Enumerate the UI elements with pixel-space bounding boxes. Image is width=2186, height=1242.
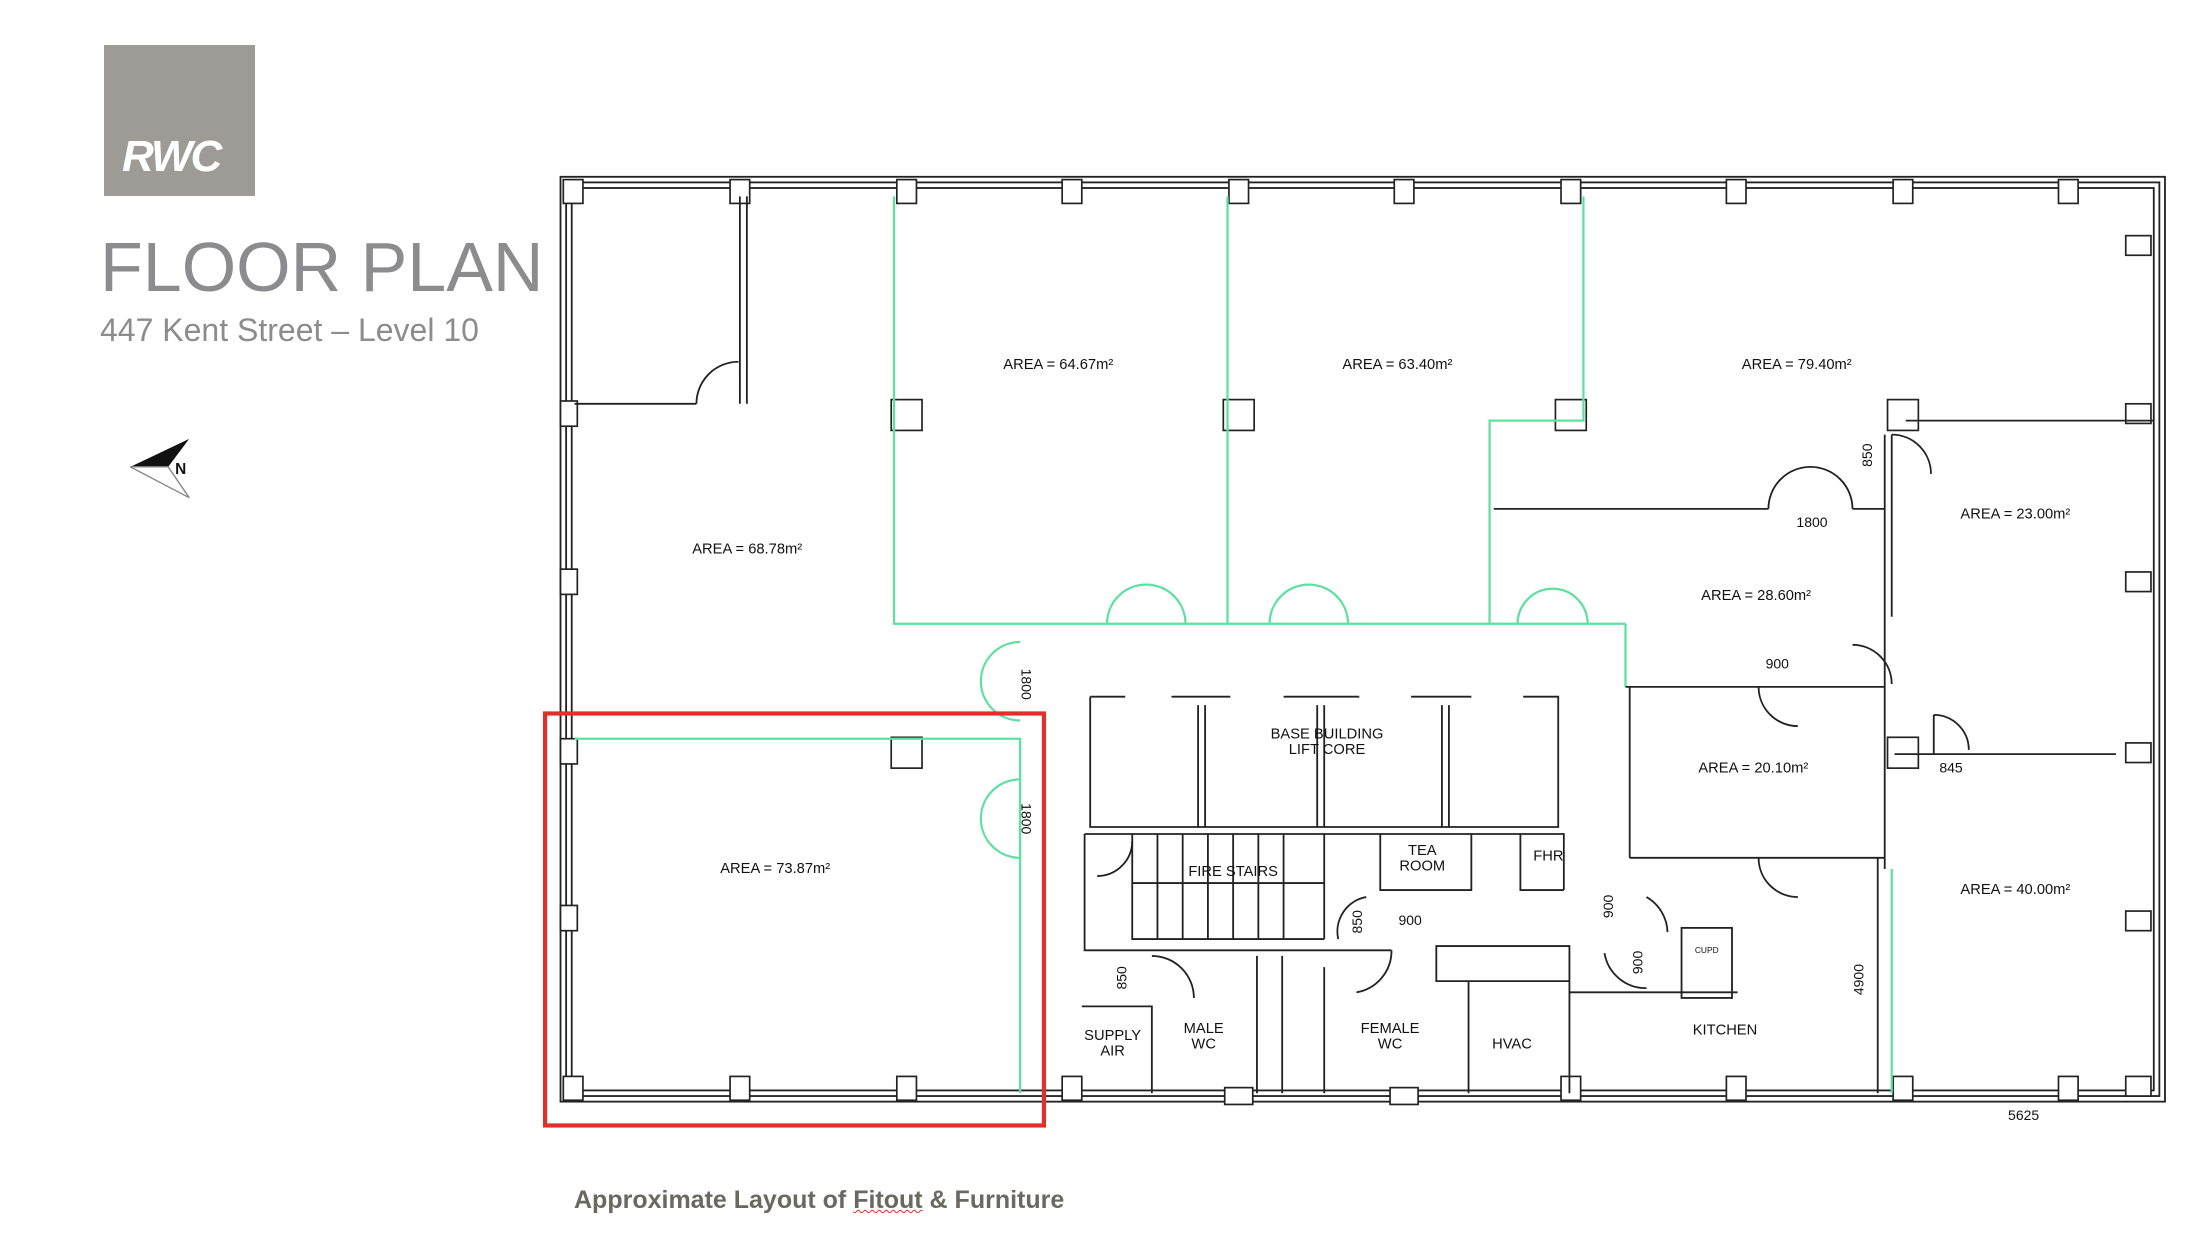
dimension-labels: 850 1800 900 845 1800 1800 850 900 850 9…	[1019, 443, 2040, 1123]
room-area-label: AREA = 28.60m²	[1701, 588, 1811, 604]
north-arrow-icon: N	[129, 438, 190, 499]
highlighted-tenancy-area	[542, 711, 1047, 1128]
structural-columns	[559, 178, 2152, 1106]
north-label: N	[175, 461, 186, 478]
dimension-label: 900	[1398, 912, 1422, 928]
cupboard-label: CUPD	[1695, 945, 1719, 955]
tea-room-label: ROOM	[1399, 858, 1445, 874]
logo-text: RWC	[122, 132, 222, 181]
room-area-label: AREA = 20.10m²	[1698, 760, 1808, 776]
kitchen-label: KITCHEN	[1693, 1022, 1758, 1038]
exterior-wall	[559, 175, 2166, 1103]
room-labels: AREA = 64.67m² AREA = 63.40m² AREA = 79.…	[692, 357, 2070, 1060]
dimension-label: 900	[1766, 656, 1790, 672]
room-area-label: AREA = 63.40m²	[1342, 357, 1452, 373]
dimension-label: 850	[1114, 966, 1130, 990]
room-area-label: AREA = 23.00m²	[1960, 507, 2070, 523]
male-wc-label: WC	[1191, 1036, 1216, 1052]
dimension-label: 900	[1629, 951, 1645, 975]
lift-core-label: LIFT CORE	[1289, 742, 1366, 758]
male-wc-label: MALE	[1184, 1021, 1224, 1037]
new-partitions	[574, 196, 1893, 1094]
dimension-label: 845	[1939, 759, 1963, 775]
dimension-label: 1800	[1019, 669, 1035, 700]
hvac-label: HVAC	[1492, 1036, 1532, 1052]
caption-text: Approximate Layout of	[574, 1186, 854, 1214]
lift-core-label: BASE BUILDING	[1271, 727, 1384, 743]
dimension-label: 1800	[1796, 514, 1827, 530]
supply-air-label: SUPPLY	[1084, 1028, 1141, 1044]
page-subtitle: 447 Kent Street – Level 10	[100, 312, 479, 348]
existing-walls	[574, 196, 2154, 1094]
tea-room-label: TEA	[1408, 843, 1437, 859]
room-area-label: AREA = 68.78m²	[692, 542, 802, 558]
rwc-logo: RWC	[104, 45, 255, 196]
female-wc-label: WC	[1378, 1036, 1403, 1052]
room-area-label: AREA = 40.00m²	[1960, 882, 2070, 898]
dimension-label: 850	[1349, 910, 1365, 934]
building-core	[1081, 695, 1738, 1094]
supply-air-label: AIR	[1100, 1043, 1125, 1059]
room-area-label: AREA = 79.40m²	[1742, 357, 1852, 373]
dimension-label: 900	[1600, 894, 1616, 918]
plan-caption: Approximate Layout of Fitout & Furniture	[574, 1186, 1064, 1215]
dimension-label: 4900	[1851, 964, 1867, 995]
fhr-label: FHR	[1533, 849, 1563, 865]
fire-stairs-label: FIRE STAIRS	[1188, 864, 1278, 880]
room-area-label: AREA = 64.67m²	[1003, 357, 1113, 373]
room-area-label: AREA = 73.87m²	[720, 861, 830, 877]
dimension-label: 1800	[1019, 803, 1035, 834]
caption-text-end: & Furniture	[922, 1186, 1065, 1214]
dimension-label: 5625	[2008, 1107, 2039, 1123]
page-title: FLOOR PLAN	[100, 228, 544, 306]
dimension-label: 850	[1859, 443, 1875, 467]
caption-underlined-word: Fitout	[853, 1186, 923, 1214]
female-wc-label: FEMALE	[1361, 1021, 1420, 1037]
